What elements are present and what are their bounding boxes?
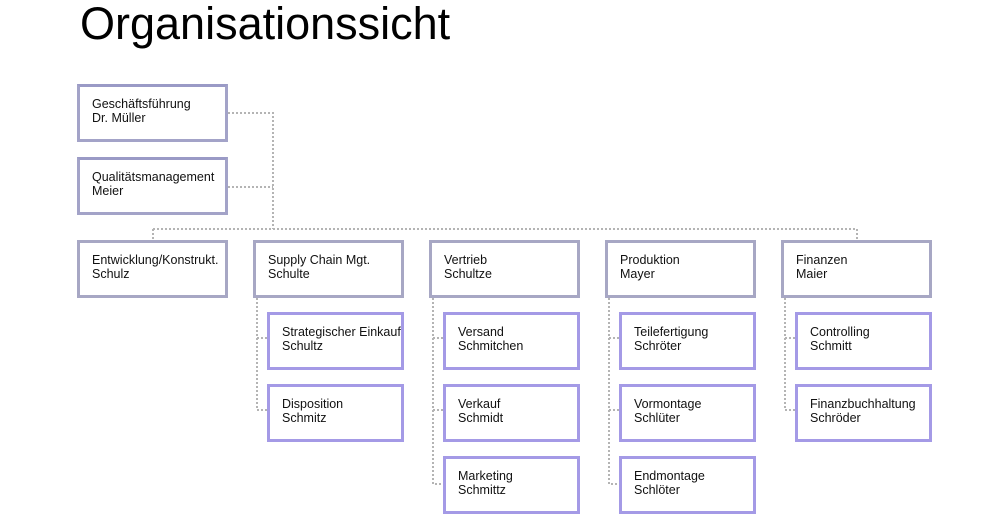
org-box-name: Qualitätsmanagement [92, 170, 215, 184]
org-box-person: Schröder [810, 411, 861, 425]
org-box-person: Schulte [268, 267, 310, 281]
org-box-person: Schlöter [634, 483, 680, 497]
org-box-endmontage: Endmontage Schlöter [619, 456, 756, 514]
org-box-qualitaetsmanagement: Qualitätsmanagement Meier [77, 157, 228, 215]
org-box-person: Schultz [282, 339, 323, 353]
org-box-vertrieb: Vertrieb Schultze [429, 240, 580, 298]
connector-gf [228, 112, 274, 229]
org-box-name: Vormontage [634, 397, 702, 411]
org-box-person: Mayer [620, 267, 655, 281]
org-box-teilefertigung: Teilefertigung Schröter [619, 312, 756, 370]
connector-units-4 [784, 298, 795, 411]
org-box-name: Controlling [810, 325, 870, 339]
org-box-produktion: Produktion Mayer [605, 240, 756, 298]
org-box-person: Schmitt [810, 339, 852, 353]
org-box-name: Disposition [282, 397, 344, 411]
org-box-person: Schmitchen [458, 339, 524, 353]
org-box-supply-chain: Supply Chain Mgt. Schulte [253, 240, 404, 298]
org-box-name: Teilefertigung [634, 325, 709, 339]
org-box-name: Endmontage [634, 469, 705, 483]
org-box-verkauf: Verkauf Schmidt [443, 384, 580, 442]
org-box-person: Schultze [444, 267, 492, 281]
org-box-person: Schlüter [634, 411, 680, 425]
org-box-finanzbuchhaltung: Finanzbuchhaltung Schröder [795, 384, 932, 442]
org-box-person: Meier [92, 184, 124, 198]
connector-units-1 [256, 298, 267, 411]
org-box-marketing: Marketing Schmittz [443, 456, 580, 514]
connector-units-2 [432, 298, 443, 485]
org-box-person: Schmittz [458, 483, 506, 497]
org-box-name: Finanzen [796, 253, 848, 267]
org-box-entwicklung: Entwicklung/Konstrukt. Schulz [77, 240, 228, 298]
org-box-person: Schröter [634, 339, 682, 353]
org-box-name: Geschäftsführung [92, 97, 191, 111]
page-title: Organisationssicht [80, 0, 451, 49]
org-box-name: Entwicklung/Konstrukt. [92, 253, 219, 267]
org-box-name: Finanzbuchhaltung [810, 397, 916, 411]
org-box-vormontage: Vormontage Schlüter [619, 384, 756, 442]
org-box-geschaeftsfuehrung: Geschäftsführung Dr. Müller [77, 84, 228, 142]
org-box-disposition: Disposition Schmitz [267, 384, 404, 442]
org-box-versand: Versand Schmitchen [443, 312, 580, 370]
org-box-name: Marketing [458, 469, 513, 483]
org-box-name: Supply Chain Mgt. [268, 253, 371, 267]
org-box-name: Produktion [620, 253, 680, 267]
org-box-name: Versand [458, 325, 504, 339]
connector-units-3 [608, 298, 619, 485]
org-box-person: Schmidt [458, 411, 504, 425]
org-box-name: Strategischer Einkauf [282, 325, 401, 339]
org-box-person: Dr. Müller [92, 111, 146, 125]
org-box-name: Vertrieb [444, 253, 488, 267]
org-box-strategischer-einkauf: Strategischer Einkauf Schultz [267, 312, 404, 370]
org-box-name: Verkauf [458, 397, 501, 411]
org-box-finanzen: Finanzen Maier [781, 240, 932, 298]
org-box-person: Maier [796, 267, 828, 281]
org-box-person: Schulz [92, 267, 130, 281]
org-box-person: Schmitz [282, 411, 327, 425]
org-box-controlling: Controlling Schmitt [795, 312, 932, 370]
